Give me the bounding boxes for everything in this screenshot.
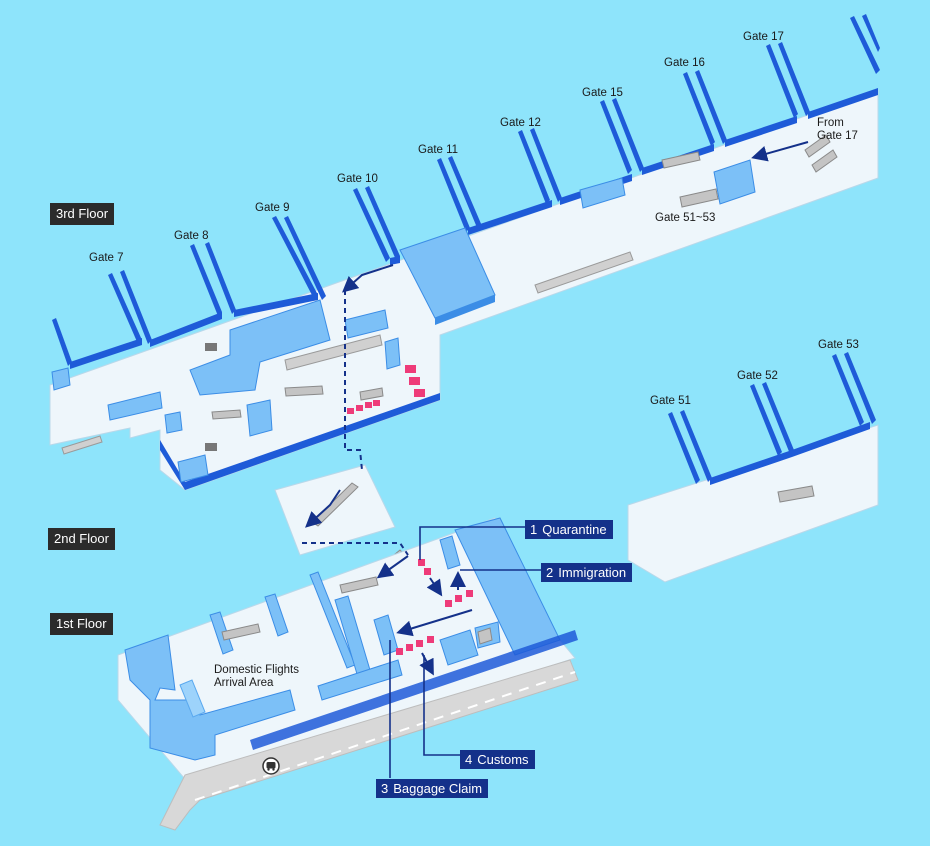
bus-icon [262, 757, 280, 775]
pier-gate-8 [120, 244, 222, 347]
third-floor-rooms [51, 134, 838, 483]
step-label: Baggage Claim [393, 781, 483, 796]
gate-label-9: Gate 9 [255, 202, 290, 214]
step-number: 1 [530, 522, 538, 537]
gate-label-12: Gate 12 [500, 117, 541, 129]
second-floor-connector [274, 464, 407, 575]
pier-gate-11 [437, 156, 552, 235]
from-gate-17-line-1: From [817, 117, 844, 129]
road [159, 659, 579, 831]
gate-51-53-label: Gate 51~53 [655, 212, 716, 224]
gate-label-15: Gate 15 [582, 87, 623, 99]
floor-label-3rd: 3rd Floor [50, 203, 115, 225]
floor-label-1st: 1st Floor [50, 613, 113, 635]
gate-label-7: Gate 7 [89, 252, 124, 264]
pier-gate-7 [52, 273, 142, 369]
gate-label-52: Gate 52 [737, 370, 778, 382]
domestic-arrival-label: Domestic Flights Arrival Area [214, 664, 299, 690]
pier-gate-17 [766, 14, 880, 119]
step-number: 2 [546, 565, 554, 580]
from-gate-17-label: From Gate 17 [817, 117, 858, 143]
pier-gate-16 [683, 70, 797, 147]
step-number: 3 [381, 781, 389, 796]
gate-piers-upper [52, 14, 880, 369]
domestic-arrival-line-2: Arrival Area [214, 677, 274, 689]
step-immigration: 2 Immigration [541, 563, 633, 582]
step-number: 4 [465, 752, 473, 767]
step-label: Immigration [558, 565, 627, 580]
remote-concourse [627, 352, 879, 583]
gate-label-51: Gate 51 [650, 395, 691, 407]
step-label: Customs [477, 752, 529, 767]
arrival-route [302, 141, 809, 778]
gate-label-17: Gate 17 [743, 31, 784, 43]
gate-label-10: Gate 10 [337, 173, 378, 185]
step-quarantine: 1 Quarantine [525, 520, 613, 539]
pier-gate-10 [353, 186, 400, 262]
gate-label-8: Gate 8 [174, 230, 209, 242]
domestic-arrival-line-1: Domestic Flights [214, 664, 299, 676]
gate-label-11: Gate 11 [418, 144, 459, 156]
floor-label-2nd: 2nd Floor [48, 528, 115, 550]
from-gate-17-line-2: Gate 17 [817, 130, 858, 142]
gate-label-16: Gate 16 [664, 57, 705, 69]
step-customs: 4 Customs [460, 750, 535, 769]
step-baggage-claim: 3 Baggage Claim [376, 779, 489, 798]
pier-gate-9 [205, 216, 326, 317]
gate-label-53: Gate 53 [818, 339, 859, 351]
step-label: Quarantine [542, 522, 607, 537]
